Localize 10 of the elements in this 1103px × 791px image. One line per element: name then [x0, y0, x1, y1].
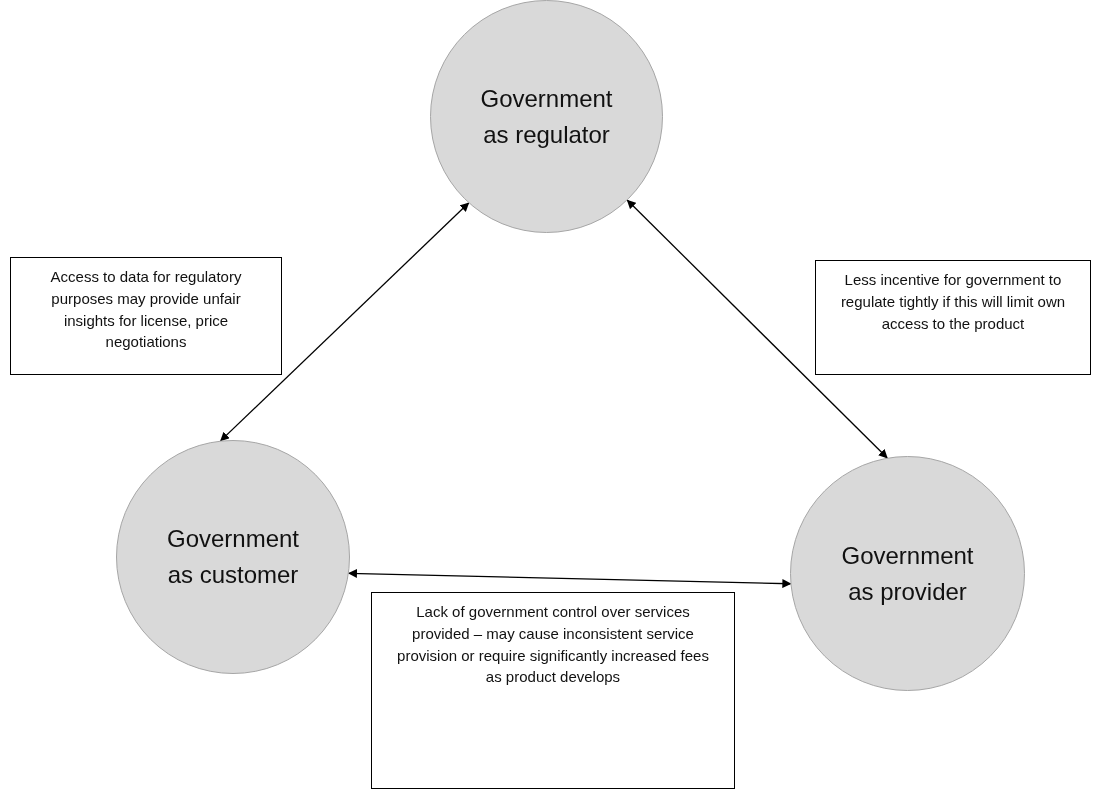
- note-text: Lack of government control over services provided – may cause inconsistent service provision or require significantly increased fees as product develops: [396, 602, 710, 688]
- note-box: [371, 592, 735, 789]
- double-headed-arrow: [220, 202, 470, 442]
- note-text: Access to data for regulatory purposes may provide unfair insights for license, price negotiations: [49, 267, 243, 353]
- note-box: [10, 257, 282, 375]
- circle-label: Government as customer: [165, 524, 301, 590]
- circle-label: Government as provider: [840, 540, 975, 607]
- circle-label: Government as regulator: [479, 83, 614, 150]
- note-box: [815, 260, 1091, 375]
- note-text: Less incentive for government to regulate tightly if this will limit own access to the product: [840, 270, 1066, 334]
